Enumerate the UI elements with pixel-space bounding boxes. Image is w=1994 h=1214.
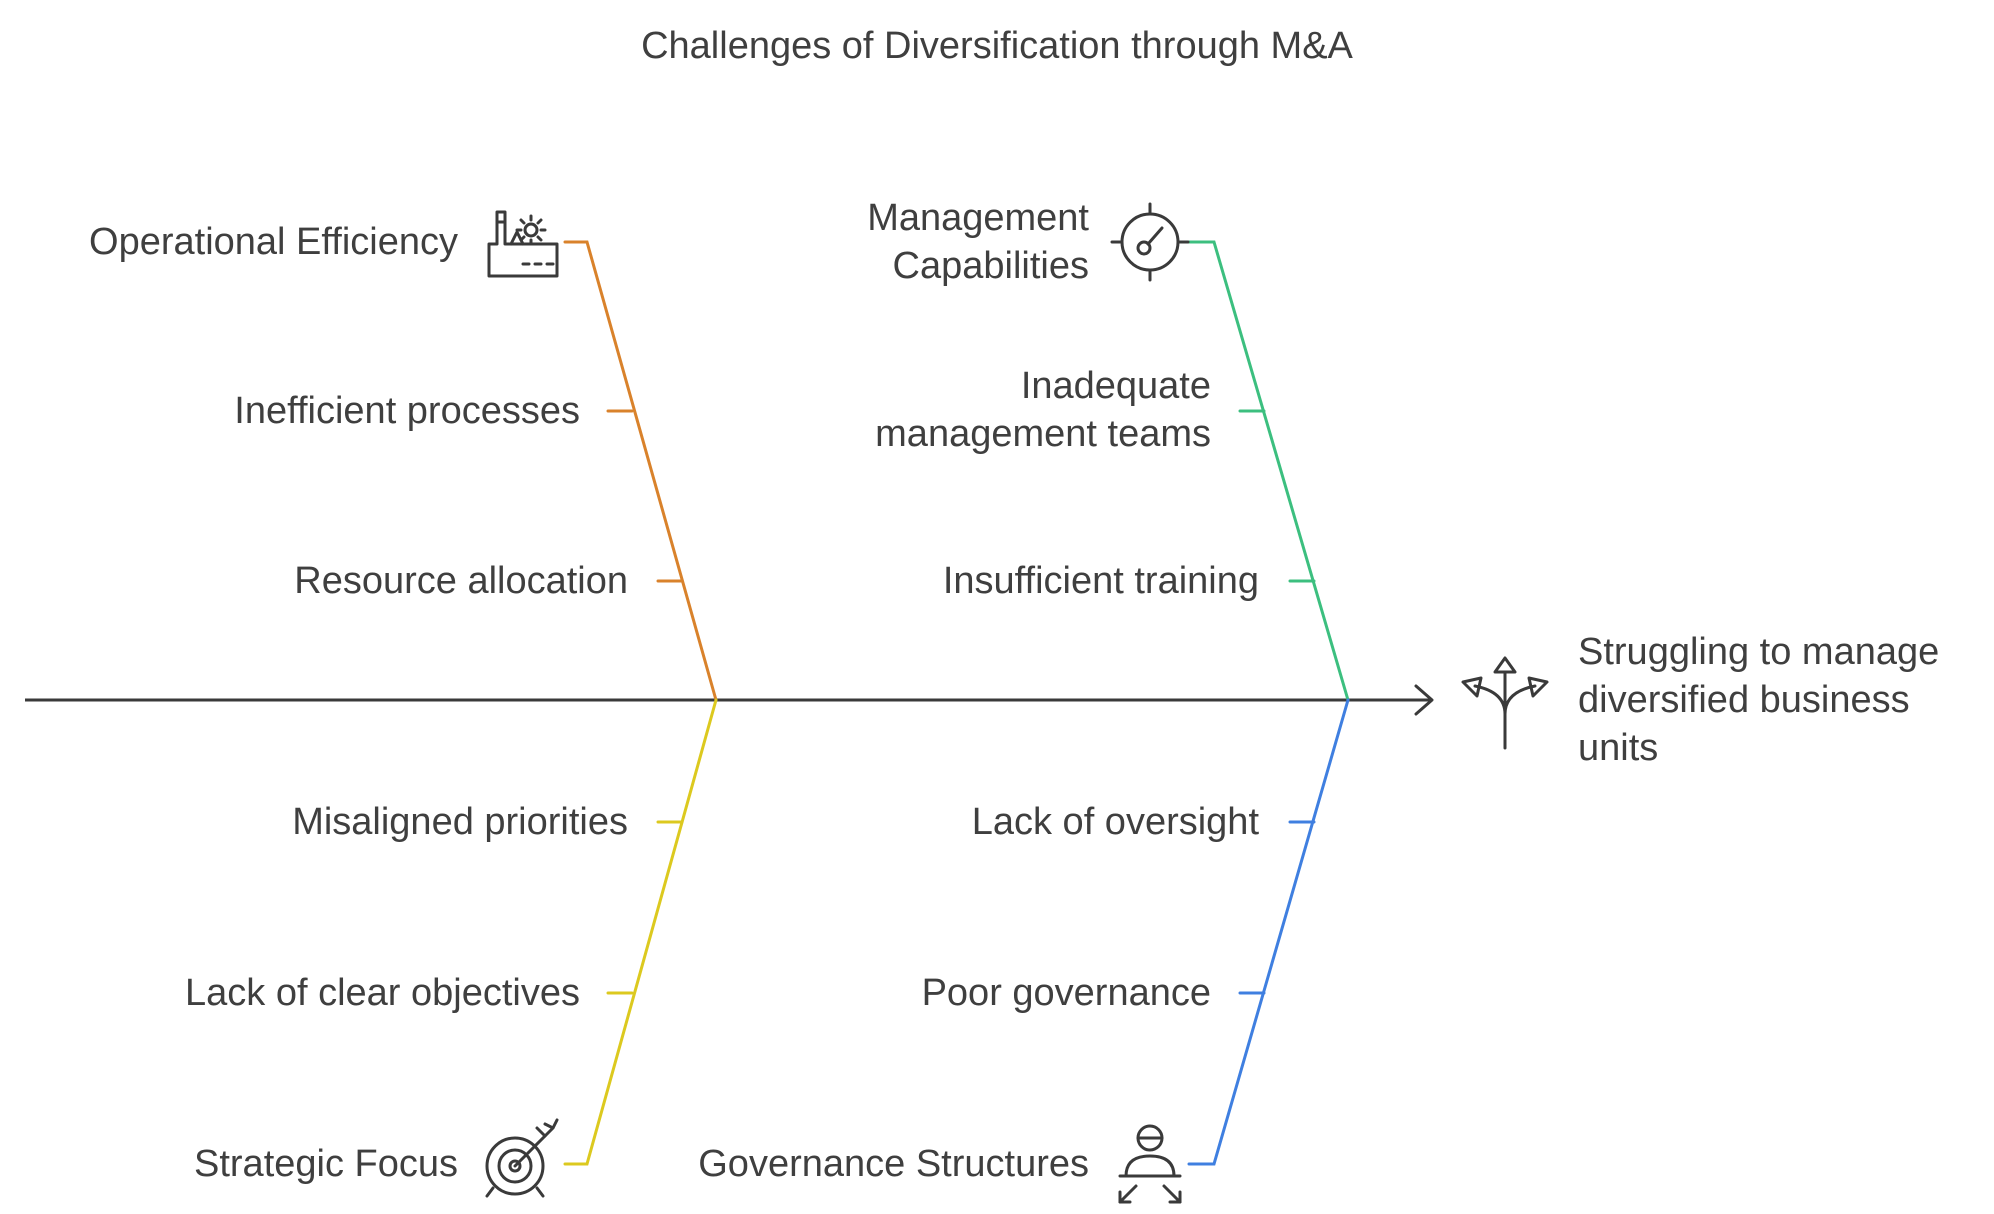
effect-label: Struggling to manage diversified busines…: [1578, 628, 1939, 772]
cause-misaligned-priorities: Misaligned priorities: [292, 801, 628, 843]
diverging-arrows-icon: [1461, 656, 1549, 750]
category-management-line1: Management: [867, 197, 1089, 239]
gauge-target-icon: [1110, 202, 1190, 282]
spine-arrowhead: [1414, 684, 1434, 716]
factory-gear-icon: [487, 210, 559, 278]
bone-operational-line: [563, 240, 718, 702]
category-management-label: Management Capabilities: [867, 194, 1089, 290]
bone-management: [1187, 240, 1350, 702]
effect-line3: units: [1578, 727, 1659, 769]
cause-inadequate-line2: management teams: [875, 413, 1211, 455]
cause-inadequate-management: Inadequate management teams: [875, 362, 1211, 458]
bone-management-line: [1187, 240, 1350, 702]
bone-governance: [1187, 698, 1350, 1166]
target-arrow-icon: [485, 1118, 559, 1198]
effect-line1: Struggling to manage: [1578, 631, 1940, 673]
category-management-line2: Capabilities: [892, 245, 1089, 287]
cause-lack-clear-objectives: Lack of clear objectives: [185, 972, 580, 1014]
bone-strategic: [563, 698, 718, 1166]
bone-governance-line: [1187, 698, 1350, 1166]
bone-strategic-line: [563, 698, 718, 1166]
cause-poor-governance: Poor governance: [921, 972, 1211, 1014]
effect-line2: diversified business: [1578, 679, 1910, 721]
category-strategic-label: Strategic Focus: [194, 1143, 458, 1185]
cause-lack-oversight: Lack of oversight: [971, 801, 1259, 843]
bone-operational: [563, 240, 718, 702]
cause-insufficient-training: Insufficient training: [942, 560, 1259, 602]
cause-resource-allocation: Resource allocation: [294, 560, 628, 602]
cause-inadequate-line1: Inadequate: [1020, 365, 1211, 407]
cause-inefficient-processes: Inefficient processes: [234, 390, 580, 432]
category-governance-label: Governance Structures: [698, 1143, 1089, 1185]
person-arrows-icon: [1118, 1124, 1182, 1204]
category-operational-label: Operational Efficiency: [89, 221, 458, 263]
diagram-title: Challenges of Diversification through M&…: [641, 25, 1353, 67]
